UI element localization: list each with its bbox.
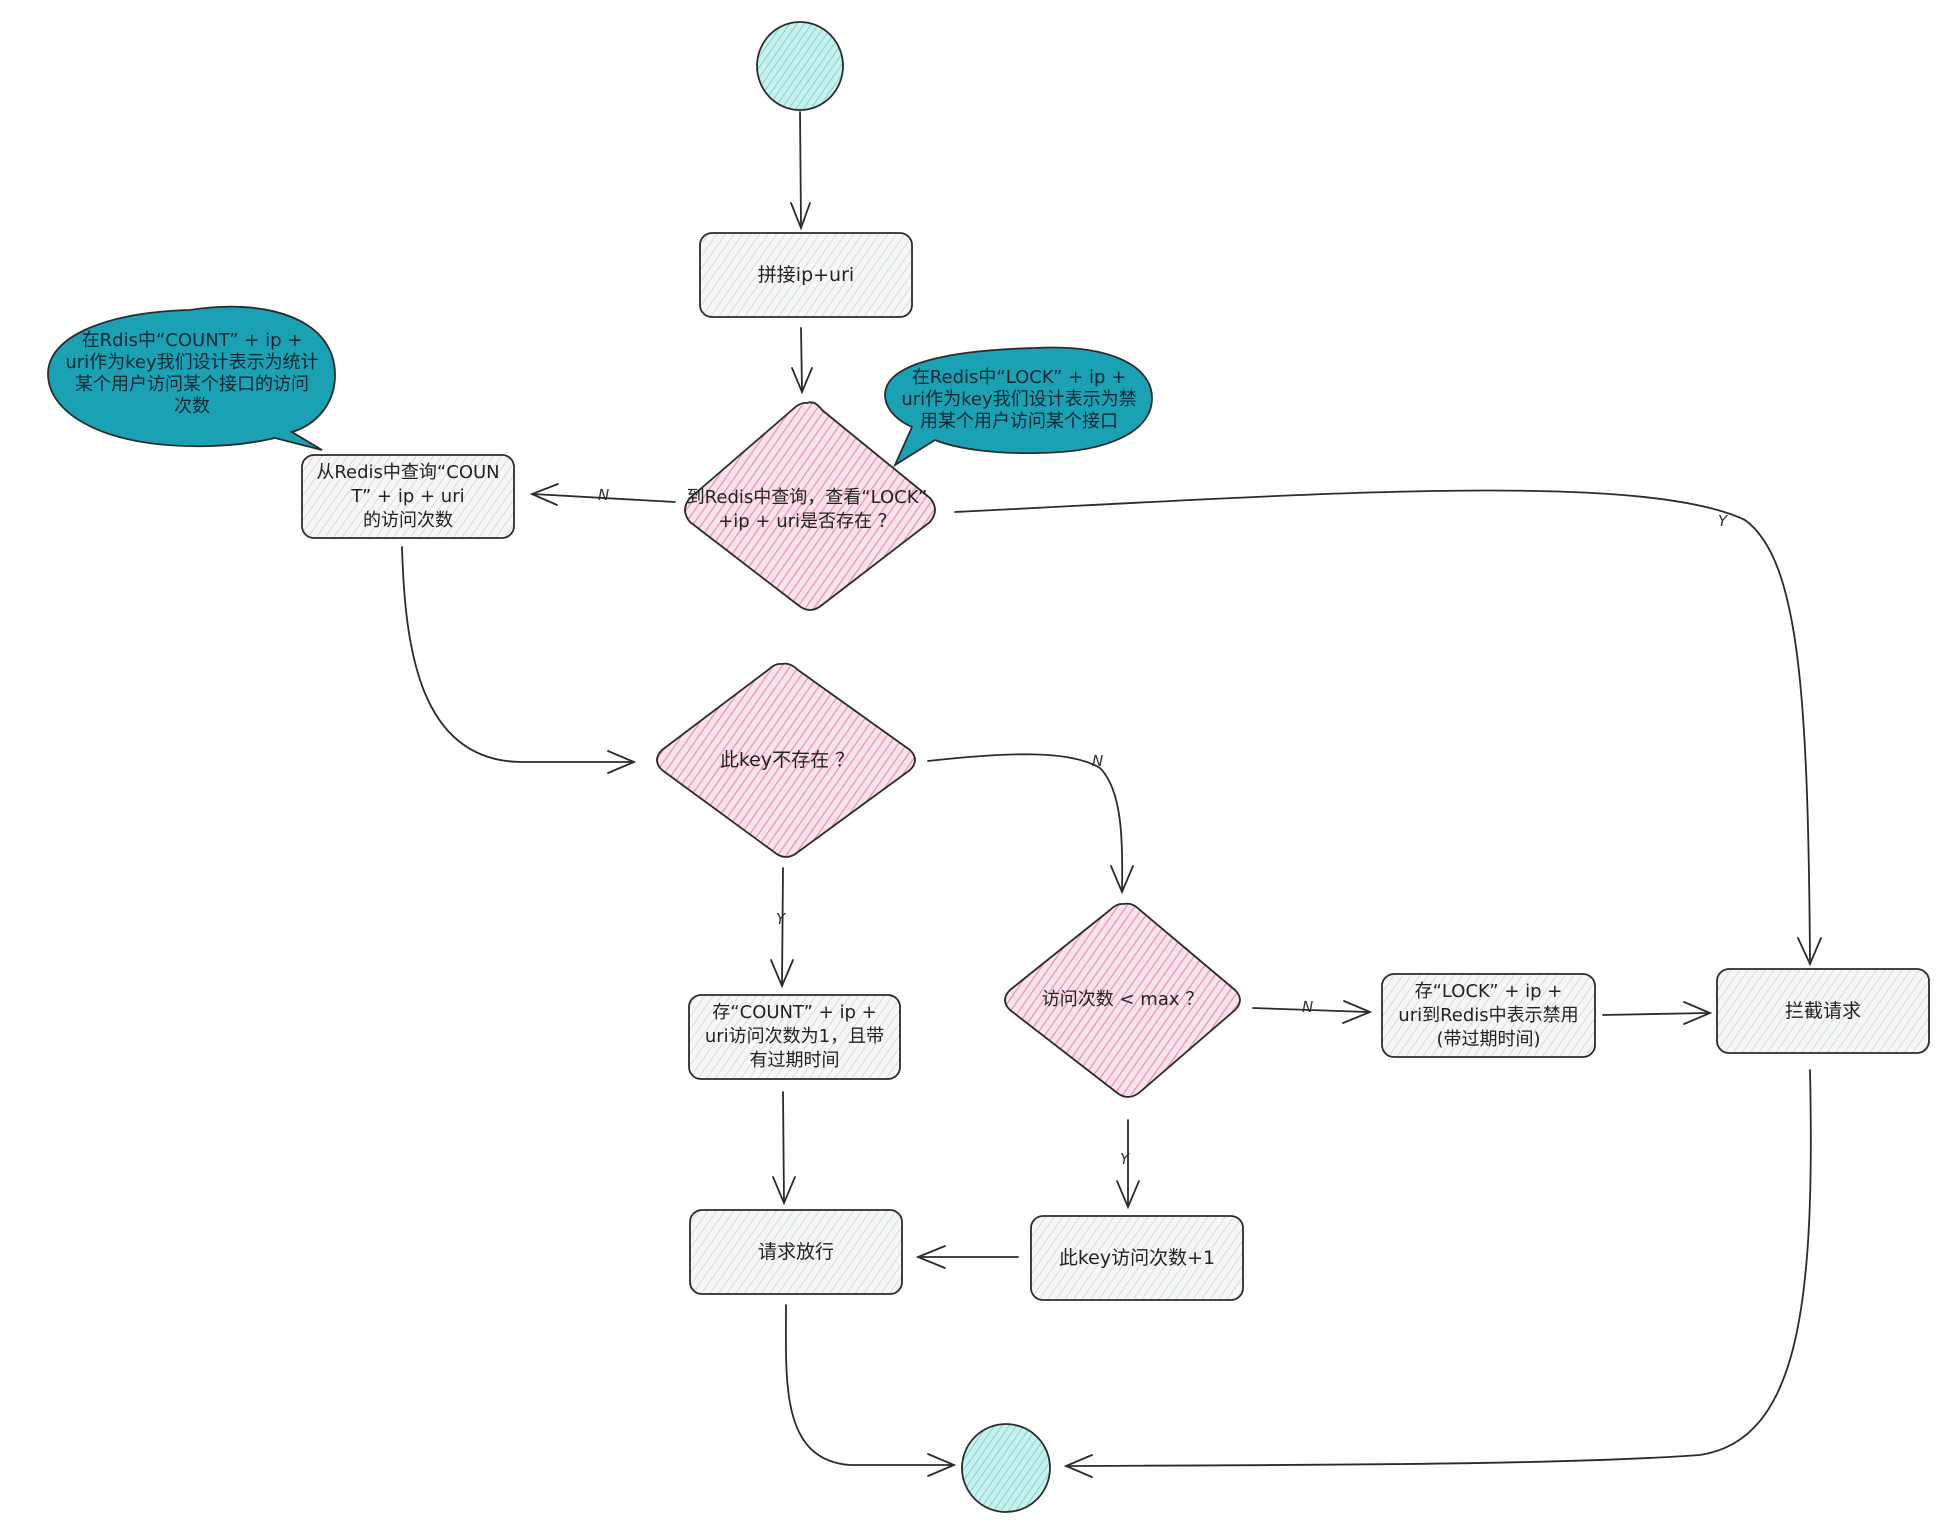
incr-box [1030,1215,1244,1301]
edge-store-lock-to-block [1602,1012,1709,1016]
edge-label-max-yes: Y [1120,1150,1130,1168]
key-not-exist-diamond [656,662,916,858]
block-box [1716,968,1930,1054]
end-node [961,1423,1051,1513]
arrowhead [770,959,794,989]
concat-label: 拼接ip+uri [757,264,855,286]
count-note-bubble [47,305,336,451]
edge-allow-to-end [784,1304,953,1466]
concat-box [699,232,913,318]
edge-query-count-to-key-not-exist [401,546,633,763]
arrowhead [529,483,559,506]
arrowhead [790,202,811,231]
check-lock-label: 到Redis中查询，查看“LOCK” +ip + uri是否存在 ？ [686,487,928,532]
edge-store-count-to-allow [782,1091,785,1203]
incr-label: 此key访问次数+1 [1058,1247,1216,1269]
store-count-label: 存“COUNT” + ip + uri访问次数为1，且带 有过期时间 [704,1002,885,1071]
edge-count-lt-max-to-store-lock [1252,1007,1369,1013]
edge-key-not-exist-to-count-lt-max [927,753,1124,891]
query-count-box [301,454,515,539]
edge-start-to-concat [799,111,802,226]
arrowhead [927,1453,957,1477]
lock-note-bubble [884,346,1153,468]
arrowhead [1683,1001,1713,1025]
edge-check-lock-to-query-count [532,493,676,503]
store-lock-box [1381,973,1596,1058]
key-not-exist-label: 此key不存在 ？ [719,749,855,771]
edge-label-key-yes: Y [776,910,786,928]
arrowhead [791,367,813,395]
allow-label: 请求放行 [757,1241,834,1263]
store-count-box [688,994,901,1080]
store-lock-label: 存“LOCK” + ip + uri到Redis中表示禁用 (带过期时间) [1398,980,1579,1050]
lock-note-text: 在Redis中“LOCK” + ip + uri作为key我们设计表示为禁 用某… [901,367,1137,432]
check-lock-diamond [684,401,936,611]
count-note-text: 在Rdis中“COUNT” + ip + uri作为key我们设计表示为统计 某… [65,330,319,417]
arrowhead [915,1245,946,1269]
arrowhead [1110,865,1134,895]
arrowhead [1797,937,1822,967]
edge-label-max-no: N [1302,998,1314,1016]
block-label: 拦截请求 [1784,1000,1861,1022]
arrowhead [772,1176,796,1206]
count-lt-max-label: 访问次数 < max ？ [1041,989,1204,1010]
arrowhead [1116,1180,1140,1210]
edge-key-not-exist-to-store-count [781,867,784,986]
count-lt-max-diamond [1004,902,1241,1098]
query-count-label: 从Redis中查询“COUN T” + ip + uri 的访问次数 [316,461,500,531]
edge-label-key-no: N [1092,752,1104,770]
edge-block-to-end [1065,1069,1812,1467]
arrowhead [1063,1454,1093,1478]
edge-label-lock-yes: Y [1718,512,1728,530]
start-node [756,21,844,111]
edge-check-lock-to-block [954,489,1811,961]
edge-label-lock-no: N [598,486,610,504]
arrowhead [1342,1000,1373,1024]
allow-box [689,1209,903,1295]
arrowhead [607,750,637,774]
edge-concat-to-check-lock [800,327,803,391]
